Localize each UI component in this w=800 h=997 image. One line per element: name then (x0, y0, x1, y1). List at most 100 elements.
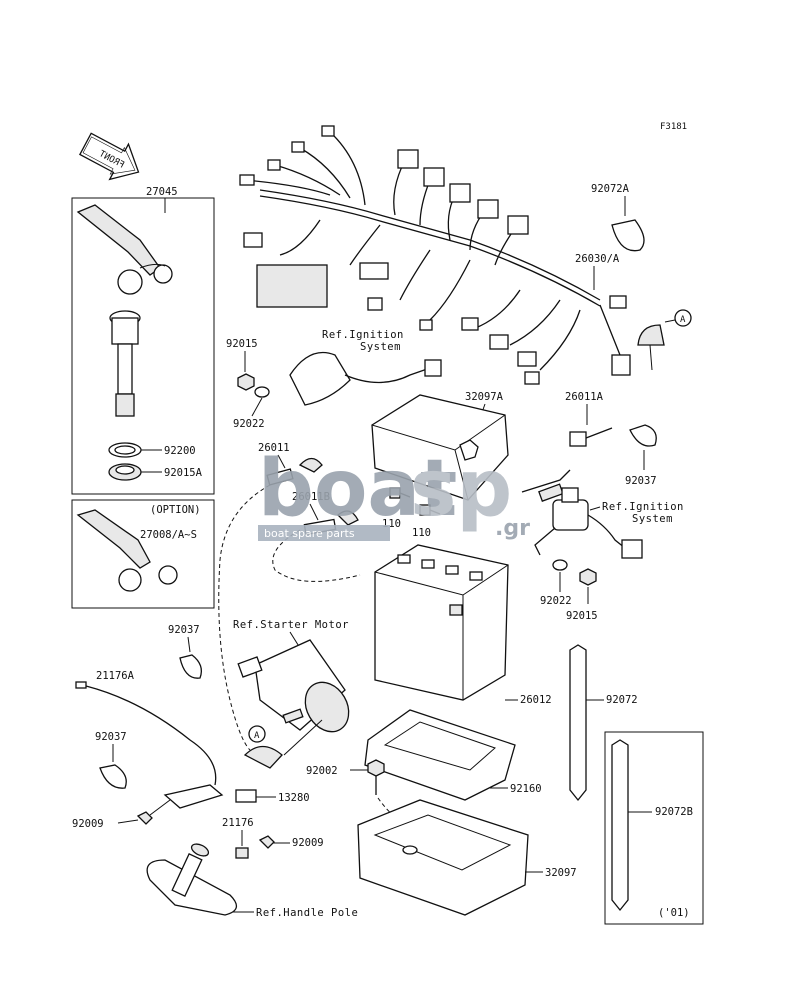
option-lanyard-icon (76, 509, 178, 592)
leader-92009-a-2 (149, 799, 171, 816)
dashed-route-mid (272, 529, 361, 582)
callout-a-left: A (254, 731, 260, 741)
label-92072b: 92072B (655, 806, 693, 818)
battery-case-32097-icon (357, 799, 529, 916)
label-26011b: 26011B (292, 491, 330, 503)
callout-a-left-icon (248, 725, 266, 743)
label-92022-right: 92022 (540, 595, 572, 607)
ref-ignition-right-1: Ref.Ignition (602, 501, 684, 513)
label-26011: 26011 (258, 442, 290, 454)
front-arrow-icon: FRONT (78, 132, 140, 181)
terminal-cap-left-icon (243, 745, 283, 769)
terminal-cap-icon (637, 324, 665, 371)
relay-top-icon (289, 351, 442, 406)
leader-starter-cap (283, 719, 323, 756)
label-92037-right: 92037 (625, 475, 657, 487)
leader-92037-left-upper (187, 636, 191, 653)
battery-tray-92160-icon (364, 709, 516, 801)
label-92072: 92072 (606, 694, 638, 706)
label-32097a: 32097A (465, 391, 504, 403)
kit-box-92072b (604, 731, 704, 925)
label-27008: 27008/A~S (140, 529, 197, 541)
leader-92022-left (251, 397, 263, 417)
label-26011a: 26011A (565, 391, 604, 403)
label-21176: 21176 (222, 817, 254, 829)
option-box (71, 499, 215, 609)
callout-a-right: A (680, 315, 686, 325)
cable-26011a-icon (569, 431, 587, 447)
screw-92009-b-icon (258, 835, 275, 849)
ignition-switch-icon (109, 310, 141, 417)
washer-92022-left-icon (254, 386, 270, 398)
starter-motor-icon (237, 639, 350, 733)
clip-92037-left-lower-icon (99, 764, 127, 789)
starter-relay-icon (521, 469, 643, 559)
label-92015a: 92015A (164, 467, 203, 479)
ref-ignition-top-1: Ref.Ignition (322, 329, 404, 341)
ref-ignition-top-2: System (360, 341, 401, 353)
watermark-sub-bg (258, 525, 390, 541)
callout-a-right-icon (674, 309, 692, 327)
label-26012: 26012 (520, 694, 552, 706)
nut-92015-right-icon (579, 568, 597, 586)
nut-92015a-icon (108, 463, 142, 481)
strap-92072b-icon (611, 739, 629, 912)
label-27045: 27045 (146, 186, 178, 198)
label-92200: 92200 (164, 445, 196, 457)
screw-92009-a-icon (136, 811, 153, 825)
watermark-left: boat (258, 444, 457, 534)
label-92015-left: 92015 (226, 338, 258, 350)
ref-starter-motor: Ref.Starter Motor (233, 619, 349, 631)
label-92037-left-lower: 92037 (95, 731, 127, 743)
label-92009-a: 92009 (72, 818, 104, 830)
leader-26011b (309, 503, 319, 521)
lanyard-key-icon (76, 204, 173, 295)
watermark-sub: boat spare parts (264, 527, 355, 540)
strap-92072-icon (569, 644, 587, 802)
ref-handle-pole: Ref.Handle Pole (256, 907, 358, 919)
watermark-right: sp (410, 444, 512, 534)
bracket-21176-icon (235, 847, 249, 859)
bolt-110b-icon (419, 504, 441, 516)
nut-92015-left-icon (237, 373, 255, 391)
wire-harness-icon (239, 125, 631, 385)
battery-26012-icon (374, 544, 509, 701)
ref-ignition-right-2: System (632, 513, 673, 525)
label-92015-right: 92015 (566, 610, 598, 622)
washer-92200-icon (108, 442, 142, 458)
label-92002: 92002 (306, 765, 338, 777)
label-92009-b: 92009 (292, 837, 324, 849)
sensor-cable-21176a-icon (75, 681, 224, 809)
bolt-92002-icon (367, 759, 385, 795)
watermark-suffix: .gr (495, 516, 530, 541)
label-92022-left: 92022 (233, 418, 265, 430)
label-year-01: ('01) (658, 907, 690, 919)
watermark-logo: boat sp .gr boat spare parts (258, 444, 530, 541)
handle-pole-sensor-icon (146, 843, 237, 916)
label-21176a: 21176A (96, 670, 135, 682)
leader-a-right (664, 319, 676, 323)
clip-13280-icon (235, 789, 257, 803)
label-110b: 110 (412, 527, 431, 539)
bolt-110a-icon (389, 487, 411, 499)
leader-ref-ignition-right (589, 506, 601, 511)
clip-92037-left-upper-icon (179, 654, 203, 679)
kit-box-27045 (71, 197, 215, 495)
label-13280: 13280 (278, 792, 310, 804)
battery-cover-32097a-icon (371, 394, 509, 501)
label-26030: 26030/A (575, 253, 620, 265)
washer-92022-right-icon (552, 559, 568, 571)
clip-92037-right-icon (629, 424, 657, 447)
leader-92009-a (117, 819, 139, 824)
label-92072a: 92072A (591, 183, 630, 195)
option-label: (OPTION) (150, 504, 201, 516)
cable-26011-icon (266, 457, 323, 486)
label-32097: 32097 (545, 867, 577, 879)
strap-92072a-icon (611, 219, 645, 252)
figure-code: F3181 (660, 122, 687, 132)
leader-26011 (277, 454, 286, 469)
dashed-route-left (218, 484, 271, 751)
label-92160: 92160 (510, 783, 542, 795)
label-92037-left-upper: 92037 (168, 624, 200, 636)
